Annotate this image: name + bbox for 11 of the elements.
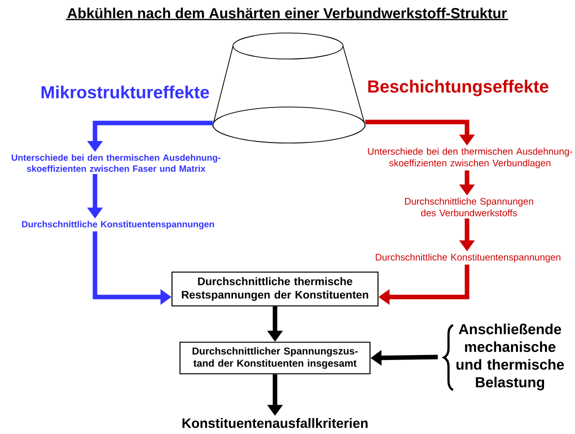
process-box: Durchschnittlicher Spannungszus- tand der Konstituenten insgesamt: [180, 342, 370, 374]
cone-drawing: [212, 32, 366, 144]
flow-text: Durchschnittliche Konstituentenspannungen: [376, 254, 560, 262]
flow-text: Unterschiede bei den thermischen Ausdehnung- skoeffizienten zwischen Faser und Matrix: [12, 154, 220, 172]
load-text: Anschließende mechanische und thermische Belastung: [456, 324, 564, 390]
process-box: Durchschnittliche thermische Restspannungen der Konstituenten: [172, 272, 378, 306]
flow-text: Durchschnittliche Spannungen des Verbundwerkstoffs: [405, 198, 534, 216]
flow-text: Durchschnittliche Konstituentenspannungen: [22, 220, 214, 230]
result-text: Konstituentenausfallkriterien: [182, 418, 368, 428]
flow-text: Unterschiede bei den thermischen Ausdehnung- skoeffizienten zwischen Verbundlagen: [368, 148, 572, 168]
title: Abkühlen nach dem Aushärten einer Verbundwerkstoff-Struktur: [66, 8, 508, 20]
